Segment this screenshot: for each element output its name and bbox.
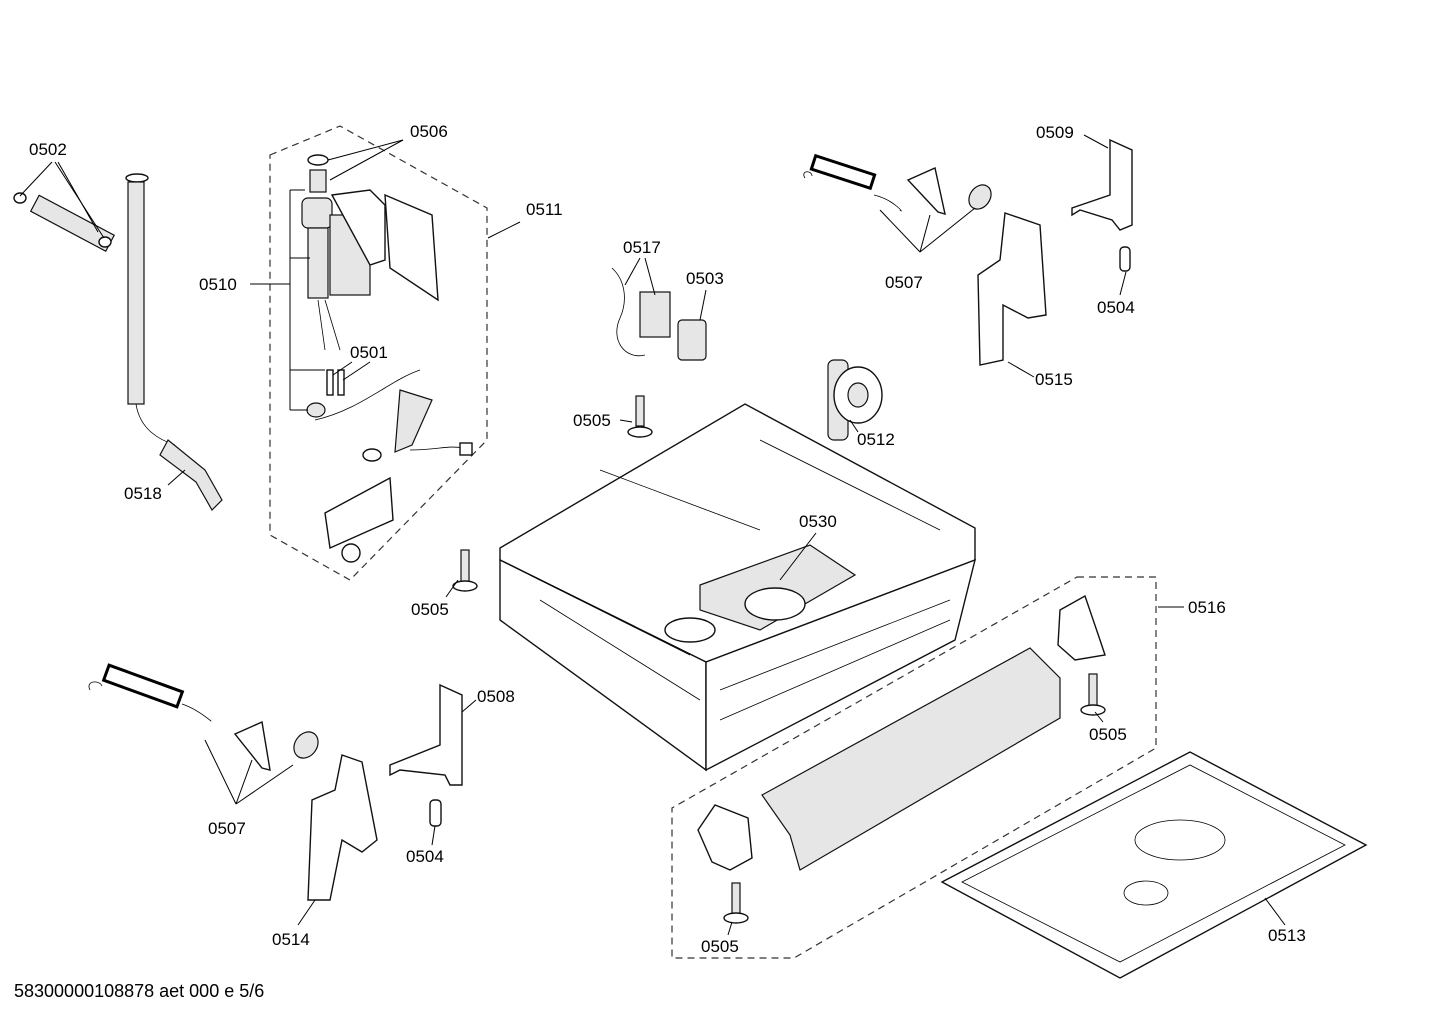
screw-part-3 — [1080, 673, 1106, 716]
part-label-0505-3: 0505 — [1089, 725, 1127, 744]
hinge-bracket-part-0508 — [389, 683, 463, 827]
hinge-bracket-part-0509 — [1071, 138, 1133, 272]
water-valve-part — [301, 154, 473, 563]
hinge-bracket-part-0515 — [977, 212, 1047, 366]
hinge-bracket-part-0514 — [307, 754, 378, 901]
part-label-0504-bottom: 0504 — [406, 847, 444, 866]
part-label-0503: 0503 — [686, 269, 724, 288]
circulation-pump-part — [827, 359, 883, 441]
part-label-0505-1: 0505 — [573, 411, 611, 430]
spring-part-top — [803, 153, 992, 215]
group-boundary-0516 — [671, 576, 1157, 959]
screw-part-4 — [723, 882, 749, 924]
part-label-0516: 0516 — [1188, 598, 1226, 617]
part-label-0530: 0530 — [799, 512, 837, 531]
kickplate-group-part — [697, 594, 1106, 871]
part-label-0511: 0511 — [526, 200, 563, 219]
part-label-0501: 0501 — [350, 343, 388, 362]
part-label-0504-top: 0504 — [1097, 298, 1135, 317]
spring-part-bottom — [88, 663, 319, 771]
document-id: 58300000108878 aet 000 e 5/6 — [14, 981, 265, 1001]
part-label-0508: 0508 — [477, 687, 515, 706]
base-tub-part — [499, 403, 977, 772]
part-label-0505-2: 0505 — [411, 600, 449, 619]
part-label-0507-bottom: 0507 — [208, 819, 246, 838]
part-label-0512: 0512 — [857, 430, 895, 449]
part-label-0514: 0514 — [272, 930, 310, 949]
part-label-0509: 0509 — [1036, 123, 1074, 142]
part-label-0515: 0515 — [1035, 370, 1073, 389]
group-boundary-0511 — [269, 125, 488, 581]
leader-lines — [19, 134, 1286, 936]
drain-hose-part — [125, 173, 223, 511]
part-label-0506: 0506 — [410, 122, 448, 141]
part-label-0502: 0502 — [29, 140, 67, 159]
pressure-sensor-part — [611, 267, 707, 361]
part-label-0510: 0510 — [199, 275, 237, 294]
screw-part-2 — [452, 549, 478, 592]
part-label-0517: 0517 — [623, 238, 661, 257]
part-label-0513: 0513 — [1268, 926, 1306, 945]
part-label-0505-4: 0505 — [701, 937, 739, 956]
drain-hose-clamp-part — [13, 192, 116, 252]
base-plate-part — [940, 751, 1368, 979]
part-label-0507-top: 0507 — [885, 273, 923, 292]
part-label-0518: 0518 — [124, 484, 162, 503]
screw-part-1 — [627, 395, 653, 438]
